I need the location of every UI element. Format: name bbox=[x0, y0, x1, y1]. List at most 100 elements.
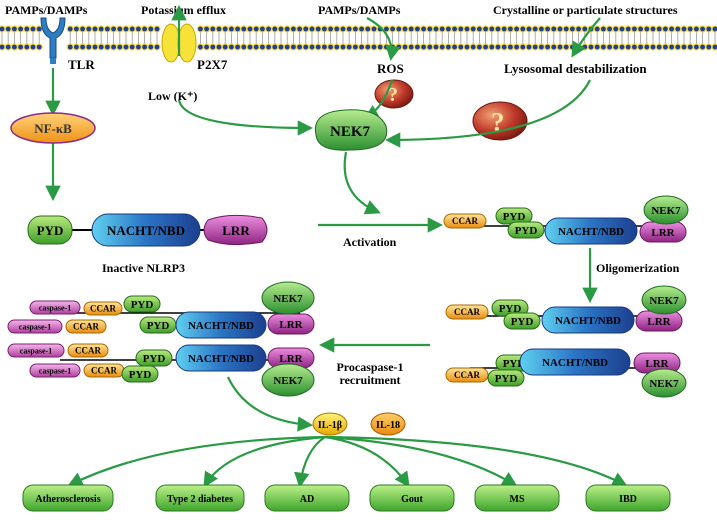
olig2-ccar-label: CCAR bbox=[454, 370, 480, 380]
olig1-nacht bbox=[541, 306, 635, 334]
procaspase-label-2: recruitment bbox=[339, 373, 400, 387]
infl1-ccar-1-label: CCAR bbox=[90, 304, 116, 314]
inactive-nlrp3: PYD NACHT/NBD LRR bbox=[27, 213, 268, 247]
infl1-nek7-label: NEK7 bbox=[273, 293, 303, 305]
disease-label-1: Type 2 diabetes bbox=[167, 494, 233, 505]
olig1-ccar-label: CCAR bbox=[454, 307, 480, 317]
disease-label-4: MS bbox=[510, 494, 525, 505]
infl1-pyd-1 bbox=[123, 295, 161, 313]
olig1-nacht-label: NACHT/NBD bbox=[555, 315, 621, 327]
infl1-ccar-2-label: CCAR bbox=[73, 322, 99, 332]
nfkb-node: NF-κB bbox=[10, 112, 96, 144]
olig1-ccar bbox=[445, 304, 489, 320]
olig2-nek7 bbox=[641, 368, 687, 398]
act-nek7 bbox=[643, 195, 689, 225]
nek7-central-label: NEK7 bbox=[330, 124, 371, 140]
infl2-nacht bbox=[175, 344, 267, 372]
disease-type-2-diabetes: Type 2 diabetes bbox=[155, 484, 245, 512]
infl2-pyd-2 bbox=[121, 365, 159, 383]
activated-nlrp3: CCAR PYD PYD NACHT/NBD LRR NEK7 bbox=[443, 195, 689, 245]
disease-box-1 bbox=[155, 484, 245, 512]
lysosomal-label: Lysosomal destabilization bbox=[504, 61, 647, 76]
lyso-to-nek7-arrow bbox=[384, 79, 591, 148]
act-nek7-label: NEK7 bbox=[651, 205, 681, 217]
disease-atherosclerosis: Atherosclerosis bbox=[22, 484, 114, 512]
act-ccar-label: CCAR bbox=[452, 216, 478, 226]
nek7-to-activation-arrow bbox=[343, 151, 381, 215]
lysosome-question-icon: ? bbox=[472, 101, 528, 141]
complex-to-il1b-arrow bbox=[227, 376, 314, 432]
ros-question-mark: ? bbox=[388, 84, 398, 106]
nek7-central-node: NEK7 bbox=[314, 109, 388, 151]
infl1-nek7 bbox=[261, 281, 315, 315]
infl1-nacht bbox=[175, 311, 267, 339]
olig1-nek7-label: NEK7 bbox=[649, 295, 679, 307]
disease-box-2 bbox=[264, 484, 350, 512]
il18-label: IL-18 bbox=[376, 420, 400, 431]
infl1-ccar-1 bbox=[83, 301, 123, 316]
inactive-nacht-label: NACHT/NBD bbox=[107, 223, 185, 238]
infl2-ccar-2-label: CCAR bbox=[91, 366, 117, 376]
low-k-label: Low (K⁺) bbox=[148, 89, 197, 103]
disease-box-3 bbox=[369, 484, 455, 512]
disease-label-5: IBD bbox=[619, 494, 637, 505]
disease-box-0 bbox=[22, 484, 114, 512]
infl2-pyd-2-label: PYD bbox=[129, 369, 152, 381]
disease-label-0: Atherosclerosis bbox=[35, 494, 100, 505]
inactive-nlrp3-label: Inactive NLRP3 bbox=[102, 261, 185, 275]
infl2-ccar-1 bbox=[67, 343, 109, 358]
infl2-casp-2 bbox=[29, 363, 81, 378]
infl2-casp-2-label: caspase-1 bbox=[39, 367, 71, 376]
olig2-nacht bbox=[519, 348, 631, 376]
infl2-nek7-label: NEK7 bbox=[273, 375, 303, 387]
infl1-nacht-label: NACHT/NBD bbox=[188, 320, 254, 332]
disease-box-4 bbox=[474, 484, 560, 512]
procaspase-label-1: Procaspase-1 bbox=[336, 360, 403, 374]
potassium-efflux-label: Potassium efflux bbox=[141, 3, 226, 17]
p2x7-channel bbox=[161, 23, 197, 63]
infl1-casp-1 bbox=[29, 300, 81, 315]
act-ccar bbox=[443, 213, 487, 229]
olig1-pyd-2-label: PYD bbox=[511, 316, 534, 328]
infl2-ccar-1-label: CCAR bbox=[75, 346, 101, 356]
il1b-node: IL-1β bbox=[312, 412, 348, 436]
act-pyd-1-label: PYD bbox=[503, 211, 526, 223]
infl2-pyd-1 bbox=[135, 349, 173, 367]
infl1-lrr-label: LRR bbox=[279, 319, 303, 331]
act-nacht-label: NACHT/NBD bbox=[558, 226, 624, 238]
crystalline-label: Crystalline or particulate structures bbox=[493, 3, 678, 17]
infl1-pyd-2-label: PYD bbox=[147, 320, 170, 332]
nfkb-label: NF-κB bbox=[34, 121, 72, 136]
olig1-pyd-1-label: PYD bbox=[499, 303, 522, 315]
cell-membrane bbox=[0, 23, 717, 53]
lowk-to-nek7-arrow bbox=[177, 99, 314, 136]
pamps-to-ros-arrow bbox=[366, 17, 401, 62]
act-pyd-2-label: PYD bbox=[515, 225, 538, 237]
act-nacht bbox=[544, 217, 638, 245]
il1b-label: IL-1β bbox=[318, 420, 342, 431]
infl2-casp-1-label: caspase-1 bbox=[20, 347, 52, 356]
infl2-lrr-label: LRR bbox=[279, 353, 303, 365]
disease-gout: Gout bbox=[369, 484, 455, 512]
disease-list: Atherosclerosis Type 2 diabetes AD Gout MS IB… bbox=[22, 484, 671, 512]
infl2-casp-1 bbox=[7, 343, 65, 358]
olig2-pyd-2 bbox=[487, 369, 525, 387]
oligomerization-label: Oligomerization bbox=[596, 261, 680, 275]
il18-node: IL-18 bbox=[370, 412, 406, 436]
olig2-nek7-label: NEK7 bbox=[649, 378, 679, 390]
p2x7-label: P2X7 bbox=[197, 57, 228, 72]
act-lrr-label: LRR bbox=[651, 227, 675, 239]
disease-ibd: IBD bbox=[585, 484, 671, 512]
inactive-lrr-label: LRR bbox=[222, 223, 250, 238]
pamps-mid-label: PAMPs/DAMPs bbox=[318, 3, 401, 17]
infl2-nacht-label: NACHT/NBD bbox=[188, 353, 254, 365]
infl2-nek7 bbox=[261, 363, 315, 397]
disease-ad: AD bbox=[264, 484, 350, 512]
infl1-casp-1-label: caspase-1 bbox=[39, 304, 71, 313]
